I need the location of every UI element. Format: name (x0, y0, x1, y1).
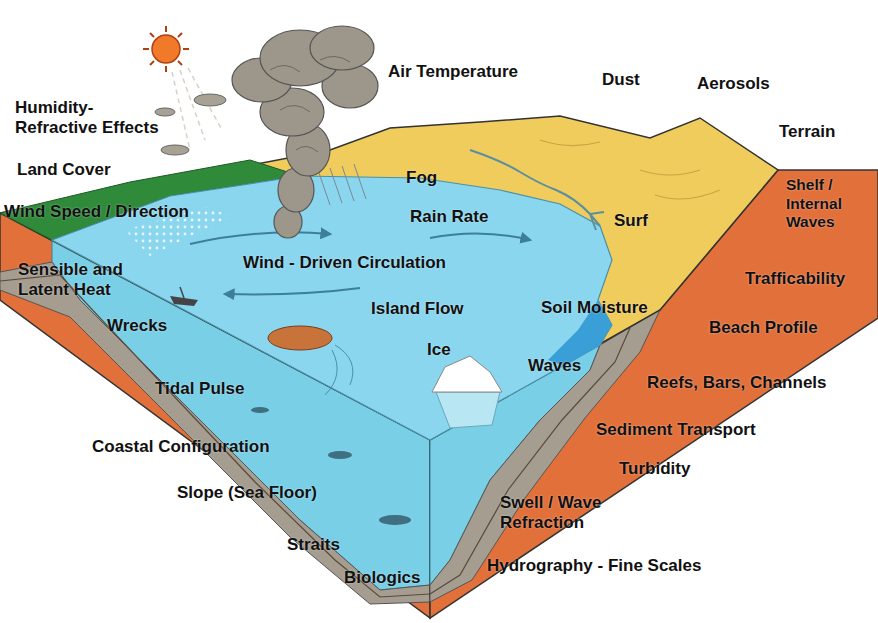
small-cloud (155, 94, 226, 155)
callout-label: Trafficability (745, 269, 845, 289)
callout-label: Swell / Wave Refraction (500, 493, 640, 534)
callout-label: Aerosols (697, 74, 770, 94)
callout-label: Wind Speed / Direction (4, 202, 189, 222)
flow-arrow (430, 233, 530, 240)
callout-label: Humidity- Refractive Effects (15, 98, 173, 139)
flow-arrow (225, 288, 360, 294)
fish (251, 407, 269, 413)
callout-label: Turbidity (619, 459, 690, 479)
callout-label: Sensible and Latent Heat (18, 260, 138, 301)
callout-label: Shelf / Internal Waves (786, 176, 852, 232)
callout-label: Land Cover (17, 160, 111, 180)
callout-label: Coastal Configuration (92, 437, 270, 457)
callout-label: Hydrography - Fine Scales (487, 556, 701, 576)
callout-label: Soil Moisture (541, 298, 648, 318)
sun-disc (152, 35, 180, 63)
island (268, 326, 332, 350)
callout-label: Rain Rate (410, 207, 488, 227)
callout-label: Slope (Sea Floor) (177, 483, 317, 503)
callout-label: Surf (614, 211, 648, 231)
island-wake (325, 345, 353, 395)
iceberg-underwater (436, 392, 500, 428)
callout-label: Straits (287, 535, 340, 555)
fish (379, 515, 411, 525)
callout-label: Tidal Pulse (155, 379, 244, 399)
callout-label: Dust (602, 70, 640, 90)
sun-rays (172, 68, 222, 150)
callout-label: Reefs, Bars, Channels (647, 373, 827, 393)
callout-label: Air Temperature (388, 62, 518, 82)
callout-label: Island Flow (371, 299, 464, 319)
callout-label: Beach Profile (709, 318, 818, 338)
callout-label: Ice (427, 340, 451, 360)
fish (328, 451, 352, 459)
callout-label: Biologics (344, 568, 421, 588)
iceberg (432, 356, 502, 392)
callout-label: Terrain (779, 122, 835, 142)
rain (318, 164, 366, 205)
callout-label: Waves (528, 356, 581, 376)
callout-label: Wind - Driven Circulation (243, 253, 446, 273)
strata-line (430, 328, 630, 594)
storm-cloud (232, 26, 378, 238)
callout-label: Wrecks (107, 316, 167, 336)
callout-label: Sediment Transport (596, 420, 756, 440)
wreck-mast (180, 287, 184, 298)
cloud-texture (270, 56, 350, 152)
river (470, 150, 604, 230)
callout-label: Fog (406, 168, 437, 188)
flow-arrow (190, 232, 330, 244)
sun (143, 26, 189, 72)
dune-lines (540, 140, 720, 199)
